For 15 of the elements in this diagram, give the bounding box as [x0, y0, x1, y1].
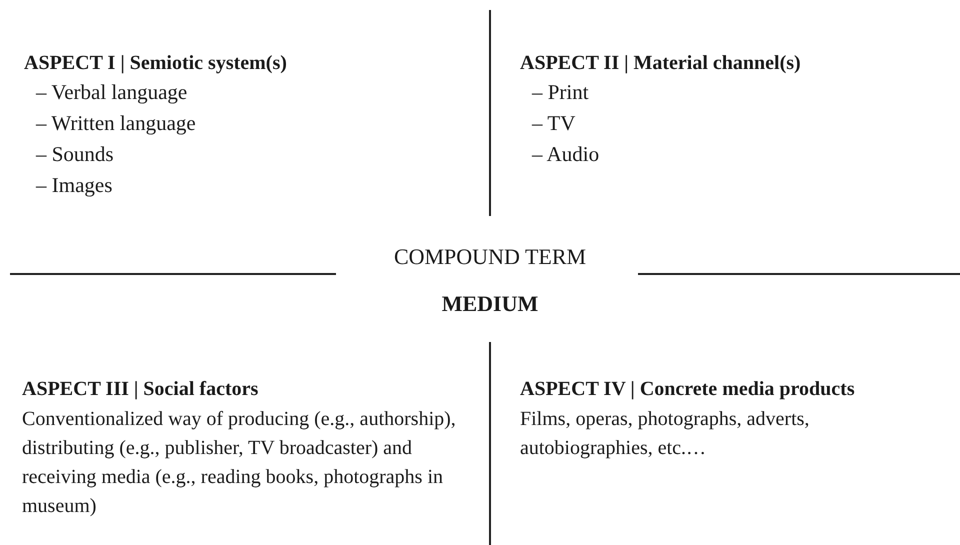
list-item: – TV [532, 110, 576, 137]
aspect-heading: ASPECT II | Material channel(s) [520, 51, 801, 76]
list-item: – Audio [532, 141, 600, 168]
aspect-description: Films, operas, photographs, adverts, autobiographies, etc.… [520, 407, 810, 461]
aspect-heading: ASPECT I | Semiotic system(s) [24, 51, 287, 76]
aspect-heading: ASPECT III | Social factors [22, 377, 258, 402]
aspect-heading: ASPECT IV | Concrete media products [520, 377, 855, 402]
list-item: – Written language [36, 110, 196, 137]
center-term: MEDIUM [440, 290, 540, 318]
list-item: – Images [36, 172, 112, 199]
aspect-description: Conventionalized way of producing (e.g., authorship), distributing (e.g., publisher, TV broadcaster) and receiving media (e.g., reading books, photographs in museum) [22, 407, 457, 519]
list-item: – Sounds [36, 141, 114, 168]
list-item: – Verbal language [36, 79, 188, 106]
list-item: – Print [532, 79, 589, 106]
center-term: COMPOUND TERM [392, 243, 588, 271]
